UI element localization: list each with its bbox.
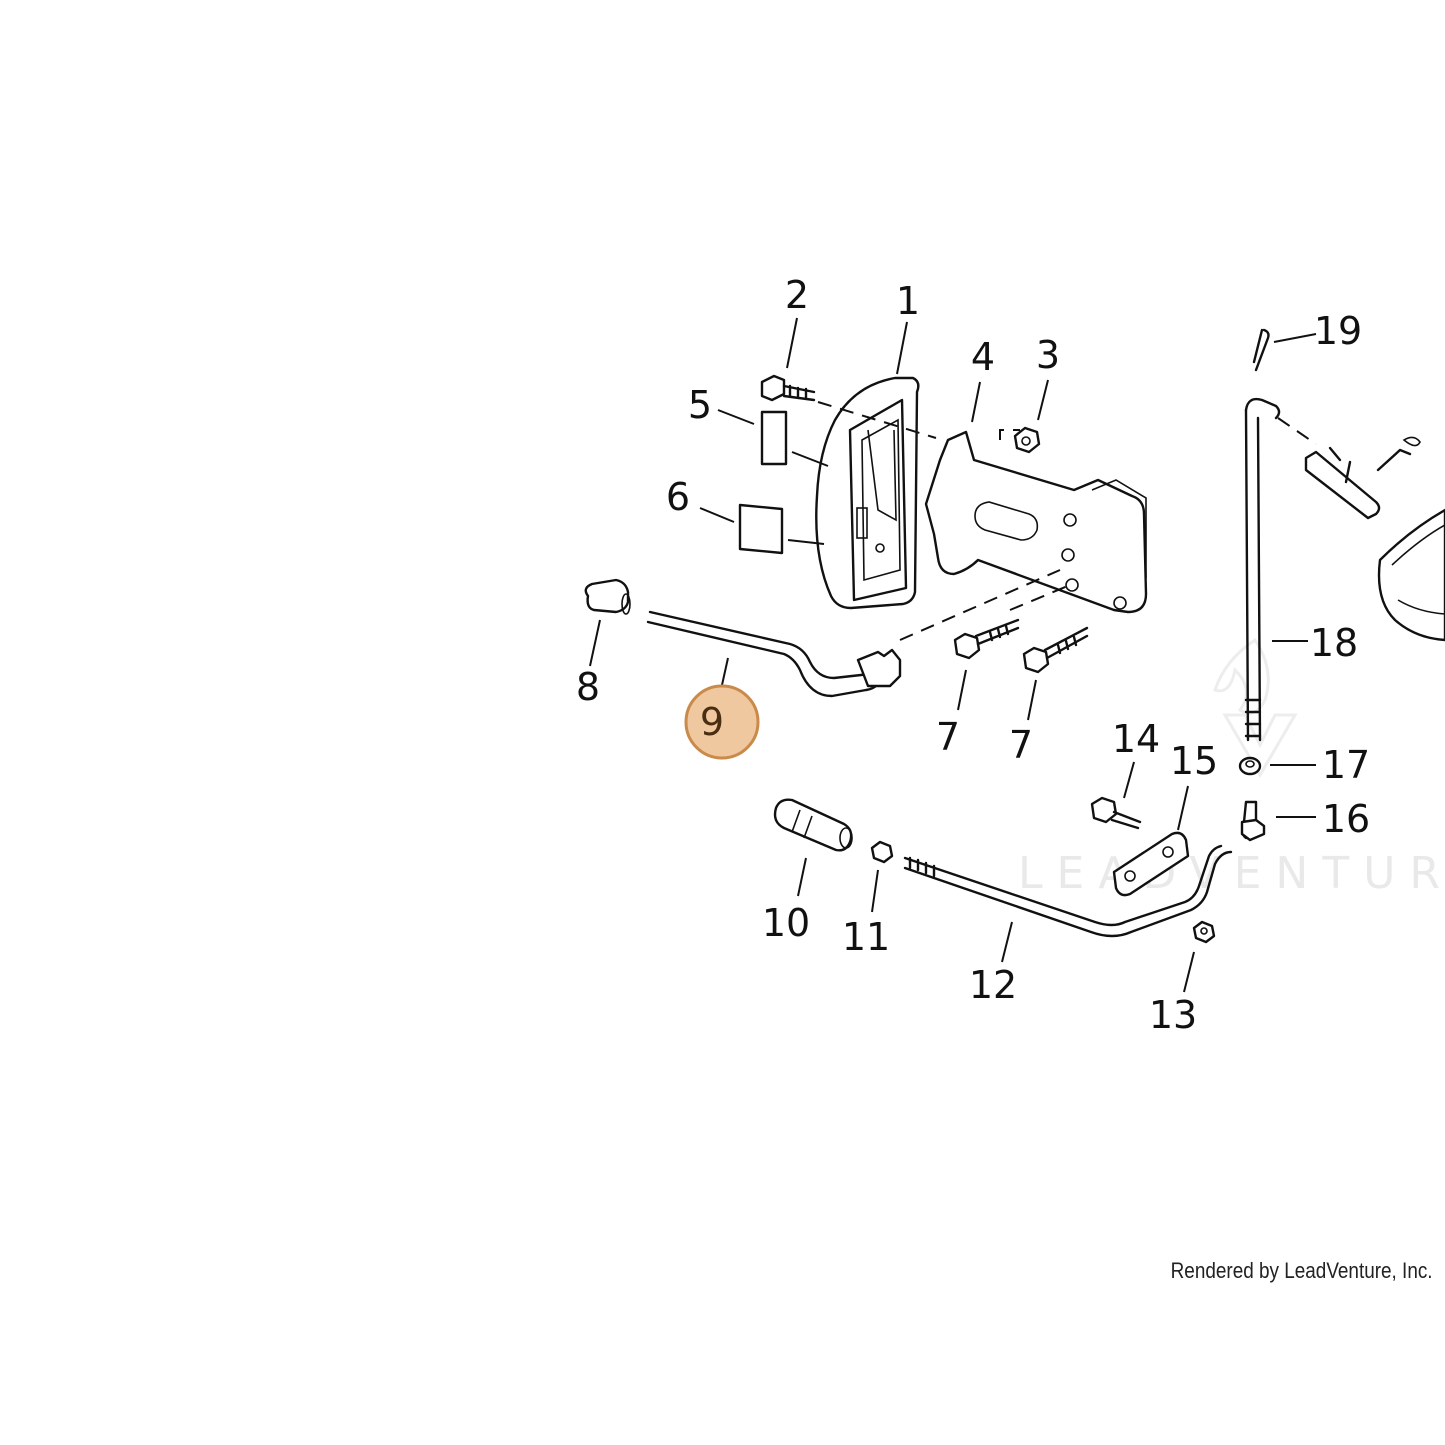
watermark-text: LEADVENTURE xyxy=(1018,848,1445,899)
callout-3[interactable]: 3 xyxy=(1036,333,1060,377)
callout-5[interactable]: 5 xyxy=(688,383,712,427)
adjacent-assembly xyxy=(1277,417,1445,642)
part-3-nut[interactable] xyxy=(1013,426,1041,454)
part-6-decal[interactable] xyxy=(738,503,784,555)
callout-13[interactable]: 13 xyxy=(1149,993,1197,1037)
watermark-logo xyxy=(1213,637,1298,778)
callout-6[interactable]: 6 xyxy=(666,475,690,519)
callout-10[interactable]: 10 xyxy=(762,901,810,945)
part-5-decal[interactable] xyxy=(760,410,788,466)
callout-9[interactable]: 9 xyxy=(700,700,724,744)
callout-2[interactable]: 2 xyxy=(785,273,809,317)
callout-4[interactable]: 4 xyxy=(971,335,995,379)
callout-labels: 2 1 4 3 5 6 8 9 7 7 10 11 12 13 14 15 16… xyxy=(576,273,1370,1037)
callout-9-highlight xyxy=(684,684,760,760)
part-10-grip[interactable] xyxy=(773,798,853,852)
callout-15[interactable]: 15 xyxy=(1170,739,1218,783)
part-7-bolt-a[interactable] xyxy=(953,618,1020,660)
part-12-rod[interactable] xyxy=(903,844,1233,938)
callout-7-a[interactable]: 7 xyxy=(936,715,960,759)
callout-7-b[interactable]: 7 xyxy=(1009,723,1033,767)
part-1-housing[interactable] xyxy=(815,376,920,610)
part-4-bracket[interactable] xyxy=(924,430,1148,614)
callout-16[interactable]: 16 xyxy=(1322,797,1370,841)
callout-18[interactable]: 18 xyxy=(1310,621,1358,665)
part-19-pin[interactable] xyxy=(1252,328,1270,372)
render-credit: Rendered by LeadVenture, Inc. xyxy=(1171,1258,1433,1283)
part-11-nut[interactable] xyxy=(870,840,894,864)
part-2-bolt[interactable] xyxy=(760,374,816,402)
part-9-lever[interactable] xyxy=(646,610,902,698)
part-18-rod[interactable] xyxy=(1244,397,1281,742)
callout-19[interactable]: 19 xyxy=(1314,309,1362,353)
callout-1[interactable]: 1 xyxy=(896,279,920,323)
callout-17[interactable]: 17 xyxy=(1322,743,1370,787)
callout-11[interactable]: 11 xyxy=(842,915,890,959)
part-13-washer[interactable] xyxy=(1192,920,1216,944)
callout-14[interactable]: 14 xyxy=(1112,717,1160,761)
part-16-fitting[interactable] xyxy=(1240,800,1266,842)
part-14-bolt[interactable] xyxy=(1090,796,1142,830)
callout-12[interactable]: 12 xyxy=(969,963,1017,1007)
callout-8[interactable]: 8 xyxy=(576,665,600,709)
part-15-plate[interactable] xyxy=(1112,831,1190,897)
part-17-washer[interactable] xyxy=(1238,756,1262,776)
part-8-knob[interactable] xyxy=(584,578,631,615)
leader-lines xyxy=(589,317,1317,993)
part-7-bolt-b[interactable] xyxy=(1022,626,1089,674)
